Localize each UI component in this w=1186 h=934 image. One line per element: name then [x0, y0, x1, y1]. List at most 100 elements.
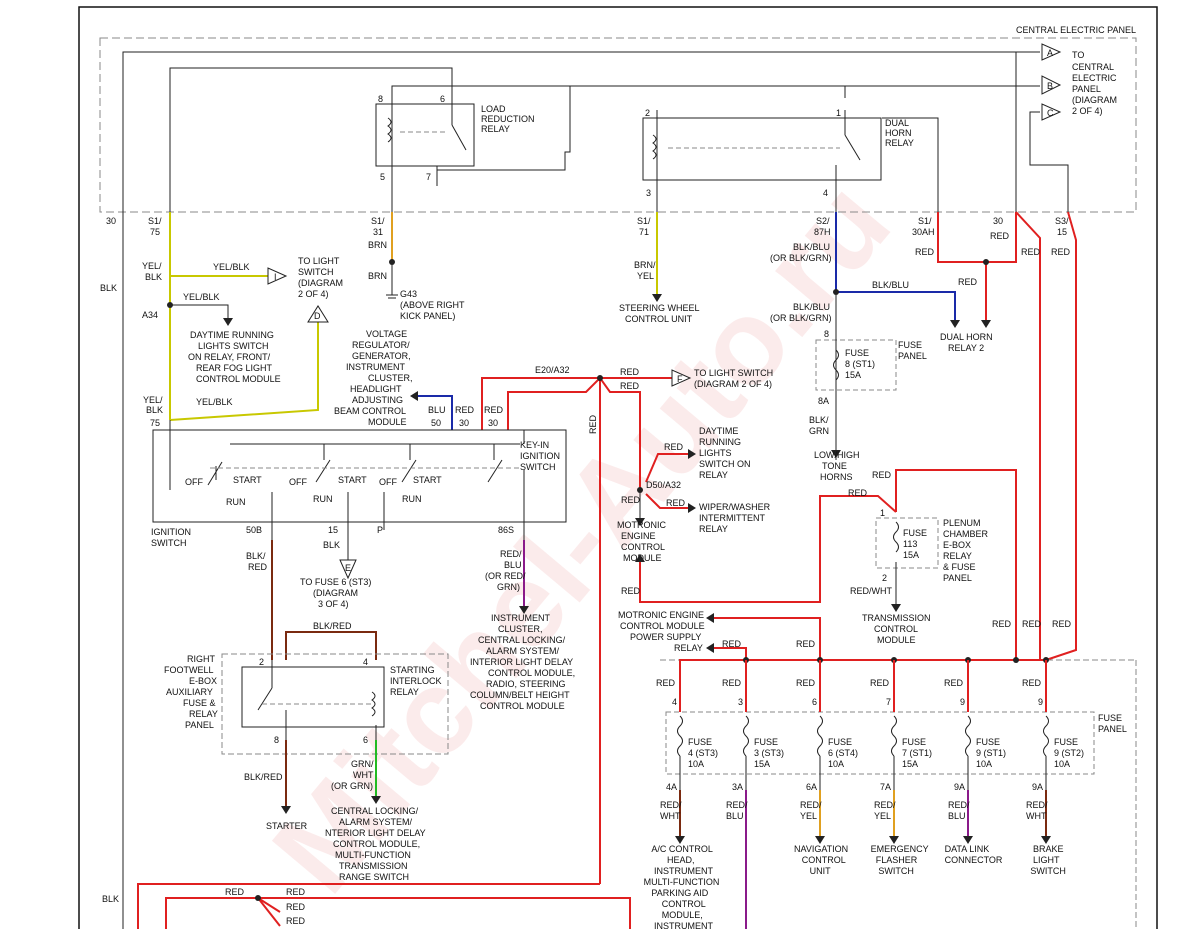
ignition-switch: IGNITION SWITCH OFF START RUN OFF START … [150, 418, 567, 548]
svg-text:FUSE: FUSE [898, 340, 922, 350]
svg-text:RED: RED [620, 367, 640, 377]
fuse-destination-label: NAVIGATION [794, 844, 848, 854]
fuse-8: 8 8A FUSE 8 (ST1) 15A FUSE PANEL BLK/ GR… [809, 329, 927, 482]
svg-text:CONTROL UNIT: CONTROL UNIT [625, 314, 693, 324]
svg-text:2: 2 [259, 657, 264, 667]
svg-text:TONE: TONE [822, 461, 847, 471]
svg-text:RED: RED [248, 562, 268, 572]
fuse-rating-label: FUSE [1054, 737, 1078, 747]
fuse-rating-label: 7 (ST1) [902, 748, 932, 758]
svg-text:TRANSMISSION: TRANSMISSION [862, 613, 931, 623]
fuse-output-label: 3A [732, 782, 743, 792]
svg-text:BRN/: BRN/ [634, 260, 656, 270]
dual-horn-relay: 2 1 3 4 DUAL HORN RELAY [642, 108, 914, 212]
svg-text:2 OF 4): 2 OF 4) [1072, 106, 1103, 116]
top-bus-lines [122, 51, 1069, 212]
fuse-wire-label: RED [870, 678, 890, 688]
fuse-wire-color-label: YEL [874, 811, 891, 821]
svg-text:E-BOX: E-BOX [943, 540, 971, 550]
svg-text:START: START [233, 475, 262, 485]
svg-text:RED: RED [848, 488, 868, 498]
svg-text:RADIO, STEERING: RADIO, STEERING [486, 679, 566, 689]
svg-text:ON RELAY, FRONT/: ON RELAY, FRONT/ [188, 352, 271, 362]
svg-text:F: F [677, 374, 683, 384]
fuse-destination-label: CONTROL [662, 899, 706, 909]
svg-text:BLK/BLU: BLK/BLU [872, 280, 909, 290]
svg-text:RED: RED [621, 586, 641, 596]
fuse-rating-label: 3 (ST3) [754, 748, 784, 758]
svg-text:RUN: RUN [402, 494, 422, 504]
svg-text:A34: A34 [142, 310, 158, 320]
svg-text:1: 1 [836, 108, 841, 118]
bottom-red-wires: RED RED RED RED [137, 883, 631, 929]
svg-text:GRN/: GRN/ [351, 759, 374, 769]
svg-text:RED: RED [620, 381, 640, 391]
svg-text:E-BOX: E-BOX [189, 676, 217, 686]
fuse-wire-color-label: RED/ [874, 800, 896, 810]
svg-text:15: 15 [328, 525, 338, 535]
svg-text:FOOTWELL: FOOTWELL [164, 665, 214, 675]
svg-text:FUSE: FUSE [903, 528, 927, 538]
svg-text:HEADLIGHT: HEADLIGHT [350, 384, 402, 394]
svg-text:G43: G43 [400, 289, 417, 299]
fuse-wire-label: RED [944, 678, 964, 688]
fuse-wire-color-label: YEL [800, 811, 817, 821]
svg-text:RED: RED [1022, 619, 1042, 629]
svg-text:RED: RED [621, 495, 641, 505]
svg-text:HORNS: HORNS [820, 472, 853, 482]
svg-text:(DIAGRAM: (DIAGRAM [313, 588, 358, 598]
svg-text:S1/: S1/ [148, 216, 162, 226]
svg-text:RED: RED [1051, 247, 1071, 257]
fuse-output-label: 4A [666, 782, 677, 792]
svg-text:86S: 86S [498, 525, 514, 535]
svg-text:CLUSTER,: CLUSTER, [498, 624, 543, 634]
svg-text:START: START [413, 475, 442, 485]
fuse-pin-label: 9 [1038, 697, 1043, 707]
svg-text:VOLTAGE: VOLTAGE [366, 329, 407, 339]
svg-text:CONTROL: CONTROL [874, 624, 918, 634]
svg-text:15: 15 [1057, 227, 1067, 237]
svg-text:BLK: BLK [323, 540, 340, 550]
fuse-destination-label: EMERGENCY [871, 844, 929, 854]
svg-text:LOAD: LOAD [481, 104, 506, 114]
svg-text:50: 50 [431, 418, 441, 428]
fuse-destination-label: MODULE, [662, 910, 703, 920]
svg-text:(ABOVE RIGHT: (ABOVE RIGHT [400, 300, 465, 310]
svg-text:RED: RED [588, 414, 598, 434]
starting-interlock: BLK/ RED BLK/RED 2 4 8 6 STARTING INTERL… [164, 540, 449, 882]
fuse-destination-label: SWITCH [878, 866, 914, 876]
svg-text:FUSE &: FUSE & [183, 698, 216, 708]
svg-text:E20/A32: E20/A32 [535, 365, 570, 375]
svg-text:8: 8 [378, 94, 383, 104]
fuse-destination-label: PARKING AID [651, 888, 708, 898]
svg-text:8: 8 [274, 735, 279, 745]
svg-text:BRN: BRN [368, 271, 387, 281]
svg-text:GRN: GRN [809, 426, 829, 436]
fuse-wire-color-label: WHT [1026, 811, 1047, 821]
svg-text:75: 75 [150, 418, 160, 428]
svg-text:RED: RED [455, 405, 475, 415]
svg-text:BRN: BRN [368, 240, 387, 250]
fuse-destination-label: INSTRUMENT [654, 921, 713, 929]
svg-text:RED: RED [286, 916, 306, 926]
svg-text:I: I [274, 272, 277, 282]
fuse-wire-label: RED [796, 678, 816, 688]
fuse-pin-label: 6 [812, 697, 817, 707]
svg-text:RED: RED [992, 619, 1012, 629]
svg-text:START: START [338, 475, 367, 485]
connector-a-icon: A [1041, 43, 1062, 61]
fuse-destination-label: LIGHT [1033, 855, 1060, 865]
svg-text:LOW/HIGH: LOW/HIGH [814, 450, 860, 460]
svg-text:RELAY: RELAY [189, 709, 218, 719]
svg-text:REDUCTION: REDUCTION [481, 114, 535, 124]
svg-text:5: 5 [380, 172, 385, 182]
svg-text:4: 4 [363, 657, 368, 667]
svg-text:HORN: HORN [885, 128, 912, 138]
svg-text:MODULE: MODULE [368, 417, 407, 427]
svg-text:WIPER/WASHER: WIPER/WASHER [699, 502, 771, 512]
svg-text:RELAY 2: RELAY 2 [948, 343, 984, 353]
svg-text:AUXILIARY: AUXILIARY [166, 687, 213, 697]
svg-text:INTERIOR LIGHT DELAY: INTERIOR LIGHT DELAY [470, 657, 573, 667]
fuse-rating-label: 10A [688, 759, 704, 769]
